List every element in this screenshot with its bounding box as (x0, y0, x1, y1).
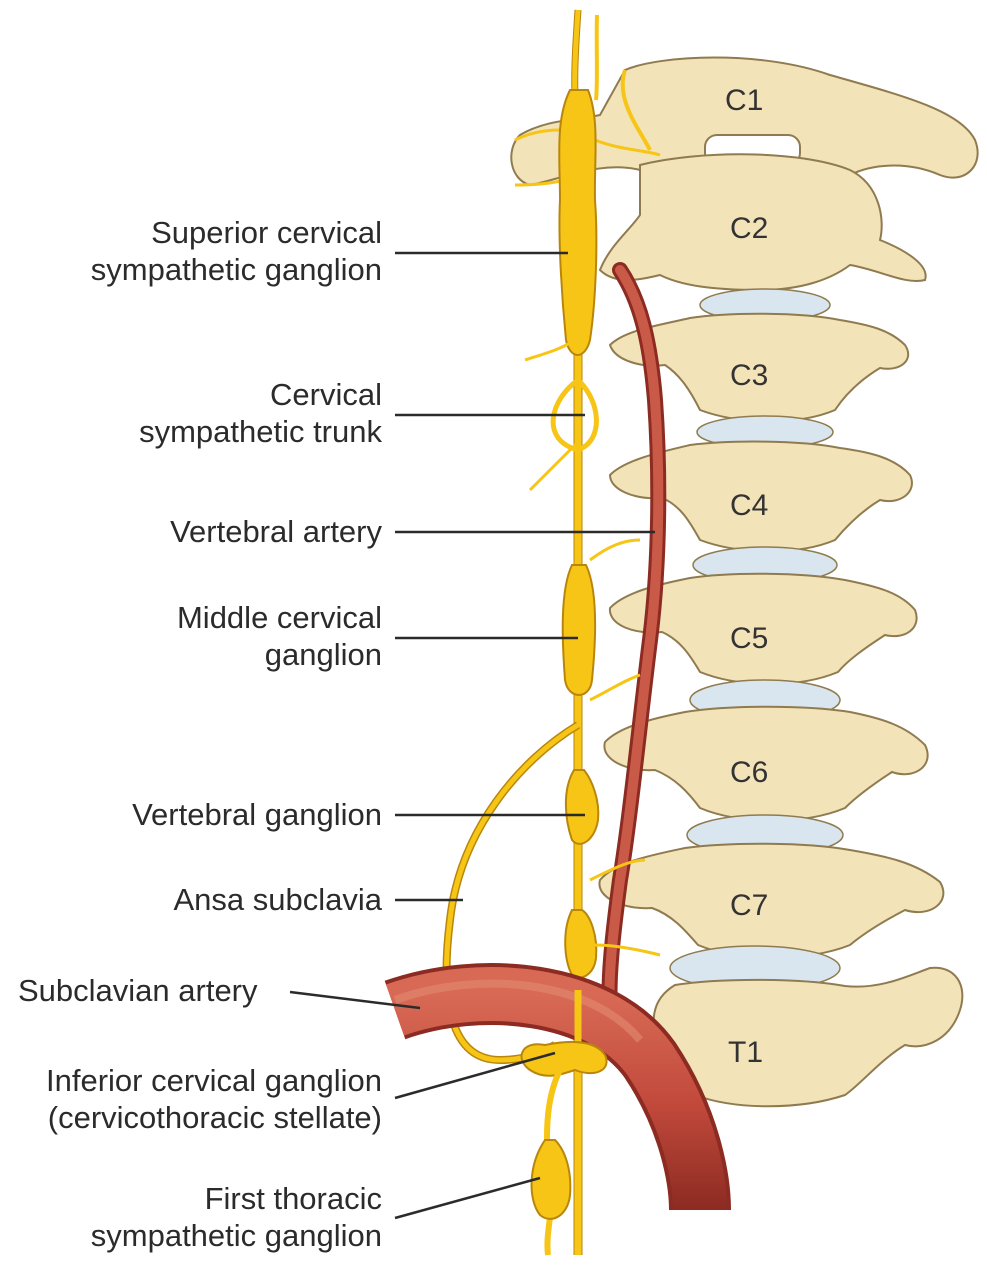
label-vertebral-artery: Vertebral artery (170, 513, 382, 550)
label-superior-cervical-ganglion: Superior cervical sympathetic ganglion (91, 214, 382, 288)
label-vertebral-ganglion: Vertebral ganglion (132, 796, 382, 833)
label-first-thoracic-ganglion: First thoracic sympathetic ganglion (91, 1180, 382, 1254)
vertebra-label: C5 (730, 622, 768, 655)
leader-inferior-ganglion (395, 1053, 555, 1098)
label-subclavian-artery: Subclavian artery (18, 972, 258, 1009)
vertebral-ganglion (566, 770, 598, 844)
vertebra-label: C2 (730, 212, 768, 245)
vertebra-label: C6 (730, 756, 768, 789)
label-inferior-cervical-ganglion: Inferior cervical ganglion (cervicothora… (46, 1062, 382, 1136)
middle-cervical-ganglion (563, 565, 595, 695)
vertebra-label: C7 (730, 889, 768, 922)
vertebra-label: C3 (730, 359, 768, 392)
label-cervical-sympathetic-trunk: Cervical sympathetic trunk (139, 376, 382, 450)
vertebra-label: C4 (730, 489, 768, 522)
superior-cervical-ganglion (559, 90, 596, 355)
label-middle-cervical-ganglion: Middle cervical ganglion (177, 599, 382, 673)
vertebra-c7 (599, 844, 943, 958)
label-ansa-subclavia: Ansa subclavia (173, 881, 382, 918)
vertebra-label: C1 (725, 84, 763, 117)
vertebra-label: T1 (728, 1036, 763, 1069)
leader-first-thoracic (395, 1178, 540, 1218)
